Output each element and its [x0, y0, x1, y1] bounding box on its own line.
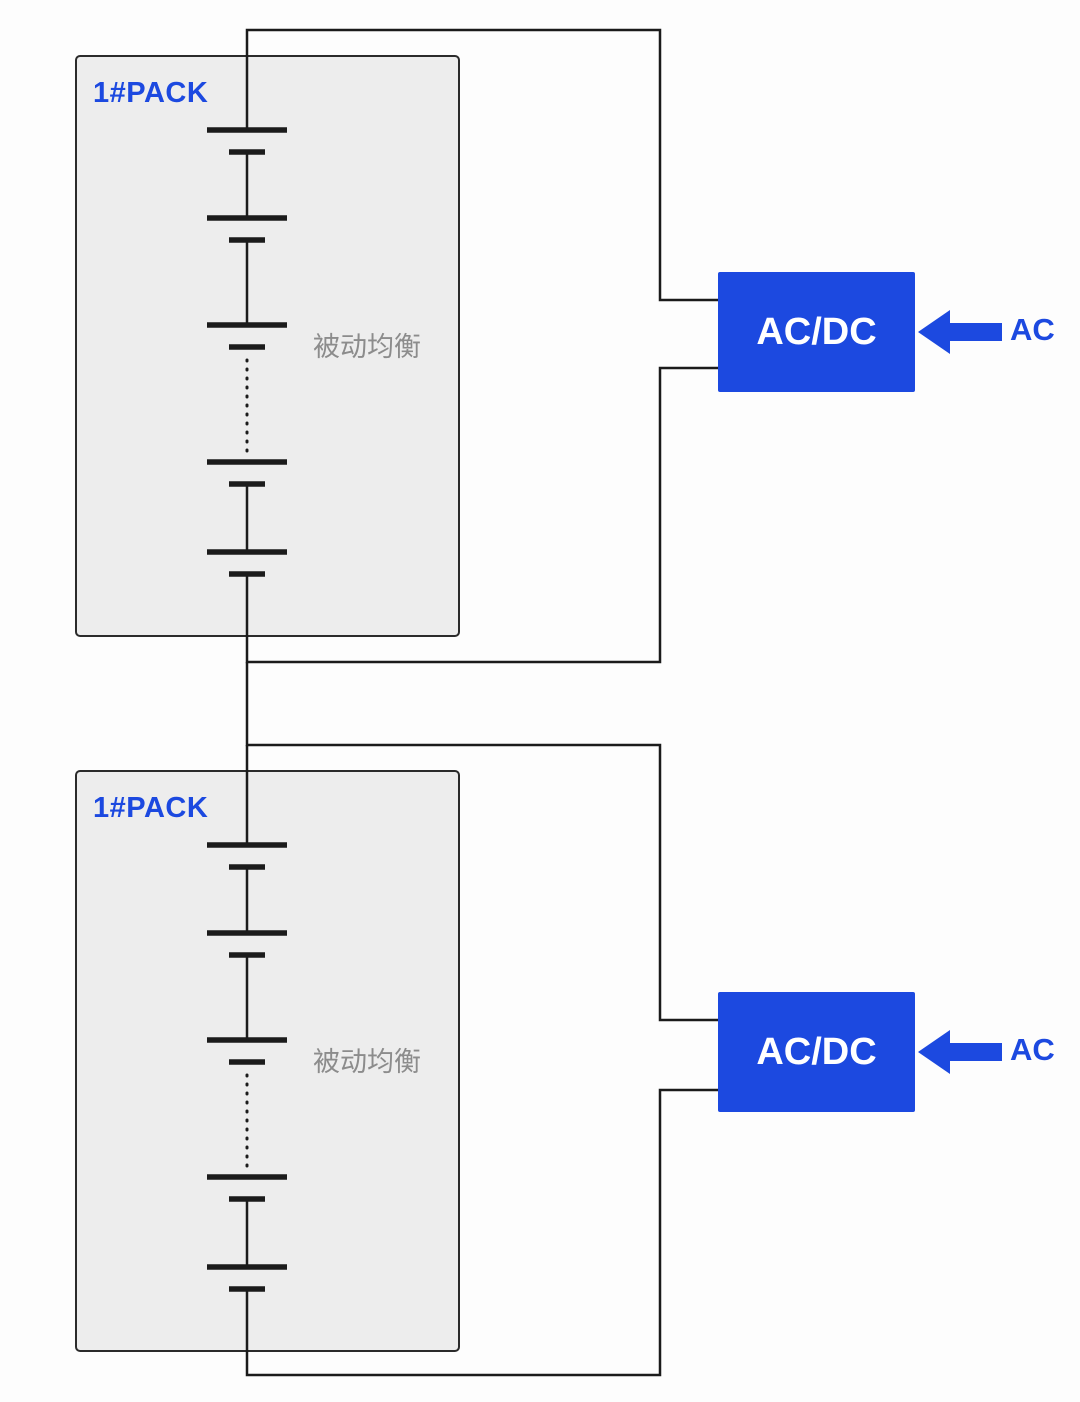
pack-2-balance-label: 被动均衡 — [313, 1047, 421, 1077]
acdc-converter-1-label: AC/DC — [756, 310, 877, 353]
battery-pack-1: 1#PACK 被动均衡 — [75, 55, 460, 637]
acdc-converter-2: AC/DC — [718, 992, 915, 1112]
pack-2-label: 1#PACK — [93, 792, 209, 824]
ac-input-arrow-1 — [918, 310, 1002, 354]
ac-source-label-1: AC — [1010, 312, 1055, 347]
battery-pack-2: 1#PACK 被动均衡 — [75, 770, 460, 1352]
pack-1-balance-label: 被动均衡 — [313, 332, 421, 362]
pack-1-label: 1#PACK — [93, 77, 209, 109]
ac-source-label-2: AC — [1010, 1032, 1055, 1067]
acdc-converter-1: AC/DC — [718, 272, 915, 392]
acdc-converter-2-label: AC/DC — [756, 1030, 877, 1073]
ac-input-arrow-2 — [918, 1030, 1002, 1074]
